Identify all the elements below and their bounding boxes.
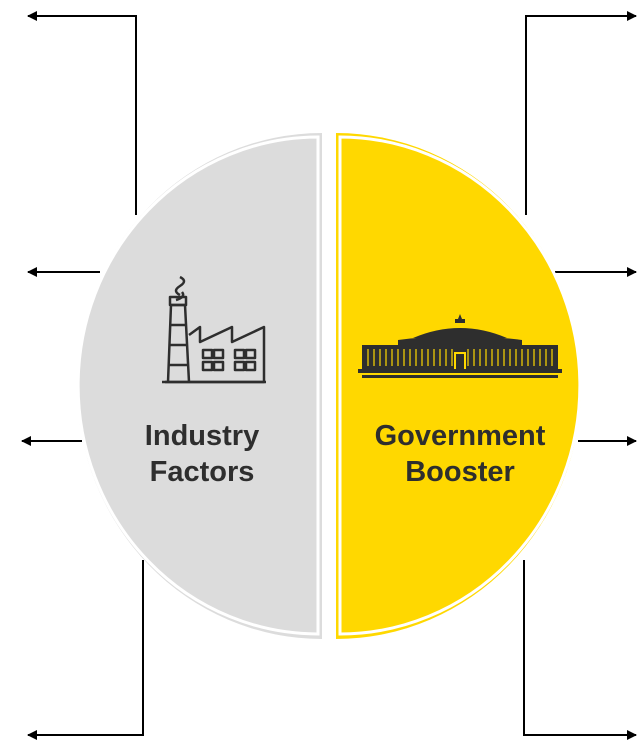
industry-factors-half xyxy=(77,133,322,639)
left-connector-4 xyxy=(27,560,144,740)
parliament-building-icon xyxy=(358,314,562,378)
industry-factors-line1: Industry xyxy=(144,420,260,452)
government-booster-half-border xyxy=(338,135,582,636)
government-booster-half xyxy=(336,133,581,639)
industry-factors-half-border xyxy=(76,135,320,636)
factory-icon xyxy=(162,275,266,384)
government-booster-line1: Government xyxy=(374,420,546,452)
industry-factors-line2: Factors xyxy=(149,456,255,488)
left-connectors xyxy=(21,11,144,740)
government-booster-label: Government Booster xyxy=(340,418,580,490)
left-connector-1 xyxy=(27,11,137,215)
government-booster-line2: Booster xyxy=(405,456,515,488)
industry-factors-label: Industry Factors xyxy=(112,418,292,490)
right-connectors xyxy=(523,11,637,740)
right-connector-1 xyxy=(525,11,637,215)
right-connector-4 xyxy=(523,560,637,740)
